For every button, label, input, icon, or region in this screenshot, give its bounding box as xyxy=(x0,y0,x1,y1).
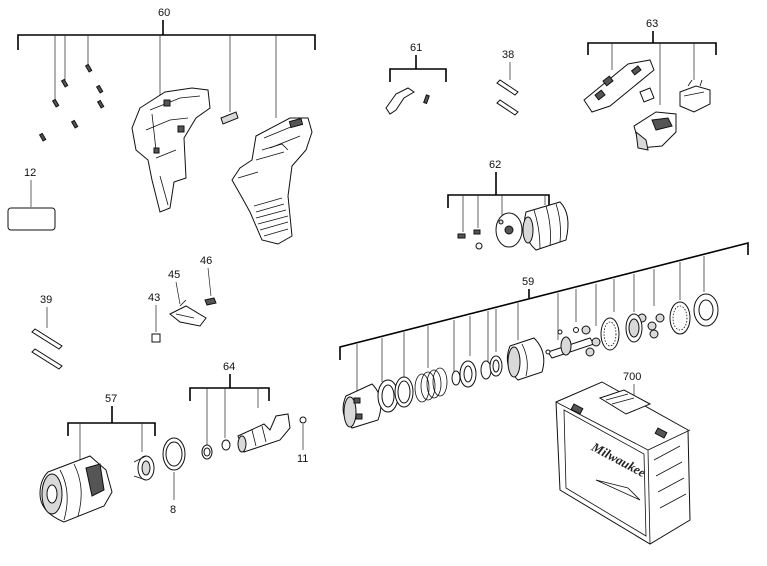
direction-selector xyxy=(679,85,711,113)
group-45: 45 xyxy=(168,269,207,327)
motor-washer xyxy=(475,242,483,250)
switch-clip xyxy=(220,111,239,125)
group-8: 8 xyxy=(162,437,186,516)
led-lens xyxy=(151,333,161,343)
group-39: 39 xyxy=(31,294,63,370)
group-57: 57 xyxy=(39,393,156,523)
group-46: 46 xyxy=(200,255,217,306)
label-12: 12 xyxy=(24,167,36,179)
pin-39-b xyxy=(31,348,63,370)
group-38: 38 xyxy=(496,49,519,116)
group-11: 11 xyxy=(297,416,308,465)
motor-screw xyxy=(457,233,466,239)
bracket-59 xyxy=(339,241,749,360)
carrying-case xyxy=(555,381,691,545)
group-60: 60 xyxy=(17,7,316,245)
bracket-63 xyxy=(587,42,717,55)
label-11: 11 xyxy=(297,453,308,465)
label-39: 39 xyxy=(40,294,52,306)
group-43: 43 xyxy=(148,292,161,343)
spring xyxy=(414,367,448,403)
bracket-64 xyxy=(189,387,270,401)
label-45: 45 xyxy=(168,269,180,281)
right-housing-half xyxy=(231,117,313,245)
group-59: 59 xyxy=(339,241,749,429)
ball-11 xyxy=(299,416,307,424)
label-64: 64 xyxy=(223,361,235,373)
ring-d xyxy=(480,360,492,380)
label-57: 57 xyxy=(105,393,117,405)
label-38: 38 xyxy=(502,49,514,61)
contact-block xyxy=(639,87,655,103)
bracket-61 xyxy=(389,68,447,82)
pin-upper xyxy=(496,79,519,96)
pin-39-a xyxy=(31,328,63,350)
group-63: 63 xyxy=(583,18,717,151)
group-700: 700 Milwaukee xyxy=(555,371,691,545)
housing-screws xyxy=(38,63,105,142)
group-64: 64 xyxy=(189,361,291,460)
label-62: 62 xyxy=(489,159,501,171)
left-housing-half xyxy=(131,87,211,213)
pin-lower xyxy=(496,99,519,116)
washer-59 xyxy=(451,370,461,386)
bracket-59-leaders xyxy=(356,256,705,392)
label-43: 43 xyxy=(148,292,160,304)
group-62: 62 xyxy=(447,159,569,251)
label-61: 61 xyxy=(410,42,422,54)
bracket-60 xyxy=(17,34,316,50)
bracket-62 xyxy=(447,194,550,208)
nameplate xyxy=(7,207,56,231)
trigger-screw xyxy=(423,94,430,105)
grip-texture xyxy=(253,197,289,237)
label-60: 60 xyxy=(158,7,170,19)
label-700: 700 xyxy=(623,371,641,383)
group-12: 12 xyxy=(7,167,56,231)
label-63: 63 xyxy=(646,18,658,30)
trigger xyxy=(385,87,415,115)
terminal-board xyxy=(583,59,655,113)
planet-gears xyxy=(581,313,665,357)
case-handle xyxy=(598,389,652,415)
label-8: 8 xyxy=(170,504,176,516)
anvil-washer xyxy=(221,439,231,451)
group-61: 61 xyxy=(385,42,447,115)
belt-clip xyxy=(169,305,207,327)
label-59: 59 xyxy=(522,276,534,288)
clip-screw xyxy=(204,297,217,306)
label-46: 46 xyxy=(200,255,212,267)
